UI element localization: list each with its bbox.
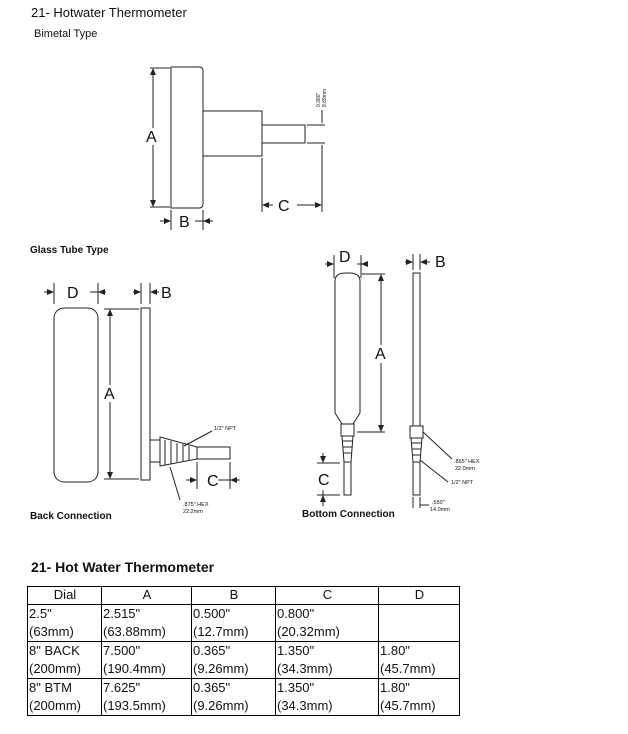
col-header: B <box>191 586 276 605</box>
dim-label-b-bottom: B <box>435 254 446 271</box>
table-cell: 0.800"(20.32mm) <box>275 604 379 642</box>
col-header: Dial <box>27 586 102 605</box>
technical-drawing: A B C D B A C D A C B 0.380" 8.89mm 1/2"… <box>44 66 480 515</box>
table-cell: 8" BACK(200mm) <box>27 641 102 679</box>
table-cell: 1.80"(45.7mm) <box>378 678 460 716</box>
back-connection-diagram <box>44 283 240 501</box>
stem-dia-inch: 0.380" <box>316 92 322 107</box>
table-cell: 7.625"(193.5mm) <box>101 678 192 716</box>
dim-label-b: B <box>179 214 190 231</box>
npt-bottom-label: 1/2" NPT <box>451 480 474 486</box>
dim-label-a-back: A <box>104 386 115 403</box>
table-title: 21- Hot Water Thermometer <box>31 559 215 575</box>
dim-label-c-bottom: C <box>318 472 330 489</box>
hex-back-inch: .875" HEX <box>183 502 209 508</box>
col-header: A <box>101 586 192 605</box>
bottom-connection-diagram <box>317 254 453 508</box>
table-row: 2.5"(63mm) 2.515"(63.88mm) 0.500"(12.7mm… <box>27 604 460 642</box>
table-cell: 0.365"(9.26mm) <box>191 641 276 679</box>
bottom-connection-caption: Bottom Connection <box>302 509 395 520</box>
glass-tube-caption: Glass Tube Type <box>30 245 109 256</box>
col-header: D <box>378 586 460 605</box>
dim-label-c: C <box>278 198 290 215</box>
table-header-row: Dial A B C D <box>27 586 460 605</box>
table-row: 8" BTM(200mm) 7.625"(193.5mm) 0.365"(9.2… <box>27 678 460 716</box>
stem-bottom-inch: .550" <box>432 500 445 506</box>
table-cell: 8" BTM(200mm) <box>27 678 102 716</box>
table-cell: 7.500"(190.4mm) <box>101 641 192 679</box>
table-cell: 2.515"(63.88mm) <box>101 604 192 642</box>
bimetal-diagram <box>150 66 325 230</box>
hex-back-mm: 22.2mm <box>183 509 203 515</box>
table-cell: 1.80"(45.7mm) <box>378 641 460 679</box>
table-cell: 1.350"(34.3mm) <box>275 641 379 679</box>
dim-label-d-bottom: D <box>339 249 351 266</box>
dim-label-c-back: C <box>207 473 219 490</box>
table-cell: 2.5"(63mm) <box>27 604 102 642</box>
npt-back-label: 1/2" NPT <box>214 426 237 432</box>
spec-table: Dial A B C D 2.5"(63mm) 2.515"(63.88mm) … <box>27 586 460 716</box>
table-cell <box>378 604 460 642</box>
dim-label-d-back: D <box>67 285 79 302</box>
table-cell: 1.350"(34.3mm) <box>275 678 379 716</box>
dim-label-b-back: B <box>161 285 172 302</box>
stem-bottom-mm: 14.0mm <box>430 507 450 513</box>
hex-bottom-mm: 22.0mm <box>455 466 475 472</box>
table-cell: 0.365"(9.26mm) <box>191 678 276 716</box>
dim-label-a-bottom: A <box>375 346 386 363</box>
col-header: C <box>275 586 379 605</box>
page-title: 21- Hotwater Thermometer <box>31 5 187 20</box>
table-cell: 0.500"(12.7mm) <box>191 604 276 642</box>
hex-bottom-inch: .865" HEX <box>454 459 480 465</box>
back-connection-caption: Back Connection <box>30 511 112 522</box>
dim-label-a: A <box>146 129 157 146</box>
table-row: 8" BACK(200mm) 7.500"(190.4mm) 0.365"(9.… <box>27 641 460 679</box>
stem-dia-mm: 8.89mm <box>322 89 328 107</box>
bimetal-caption: Bimetal Type <box>34 28 98 40</box>
